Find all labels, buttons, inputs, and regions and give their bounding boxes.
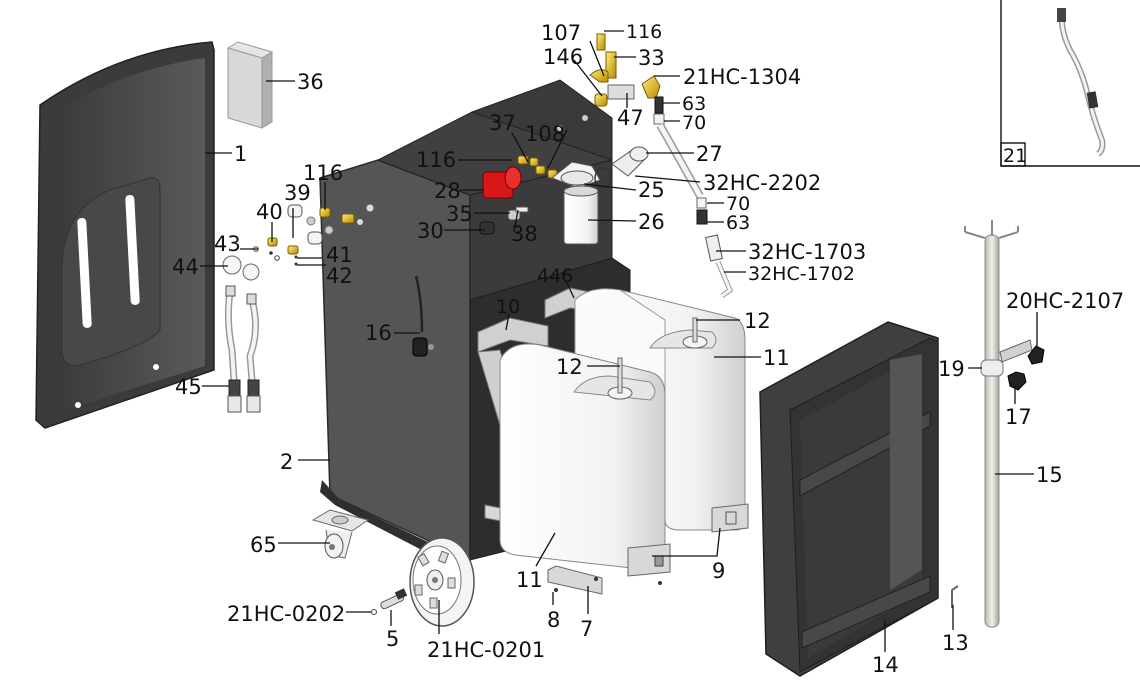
label-2: 2: [280, 450, 293, 474]
label-19: 19: [938, 357, 965, 381]
label-15: 15: [1036, 463, 1063, 487]
label-14: 14: [872, 653, 899, 677]
label-116-top: 116: [626, 21, 662, 43]
tank-front-part-11: [499, 343, 666, 571]
label-116-side: 116: [303, 161, 343, 185]
label-41: 41: [326, 243, 353, 267]
label-38: 38: [511, 222, 538, 246]
storage-tray-part-14: [759, 321, 939, 677]
label-35: 35: [446, 202, 473, 226]
label-8: 8: [547, 608, 560, 632]
block-part-36: [226, 41, 274, 129]
label-30: 30: [417, 219, 444, 243]
label-9: 9: [712, 559, 725, 583]
label-32HC-2202: 32HC-2202: [703, 171, 821, 195]
label-21: 21: [1003, 145, 1027, 167]
label-17: 17: [1005, 405, 1032, 429]
label-446: 446: [537, 265, 573, 287]
label-116-plate: 116: [416, 148, 456, 172]
clamp-part-19: [980, 339, 1033, 377]
label-10: 10: [496, 296, 520, 318]
label-36: 36: [297, 70, 324, 94]
label-11-front: 11: [516, 568, 543, 592]
drain-hose-assembly: [656, 123, 734, 298]
part-labels: 1 2 5 7 8 9 10 11 11 12 12 13 14 15 16 1…: [172, 21, 1124, 677]
label-20HC-2107: 20HC-2107: [1006, 289, 1124, 313]
leader-lines: [200, 30, 1038, 652]
label-12-rear: 12: [744, 309, 771, 333]
label-11-rear: 11: [763, 346, 790, 370]
top-brass-fittings: [589, 33, 665, 125]
label-7: 7: [580, 617, 593, 641]
inset-detail-part-21: [1000, 0, 1140, 167]
pole-part-15: [964, 220, 1019, 628]
label-40: 40: [256, 200, 283, 224]
tank-brackets-part-9: [627, 503, 749, 585]
filter-assembly: [551, 161, 612, 245]
label-43: 43: [214, 232, 241, 256]
label-146: 146: [543, 45, 583, 69]
pin-part-13: [951, 585, 959, 608]
label-47: 47: [617, 106, 644, 130]
hose-pair-part-45: [224, 285, 261, 413]
label-21HC-0202: 21HC-0202: [227, 602, 345, 626]
knob-part-17: [1007, 371, 1027, 391]
label-108: 108: [525, 122, 565, 146]
knob-part-20HC-2107: [1027, 345, 1045, 365]
fitting-part-27: [611, 146, 649, 177]
label-16: 16: [365, 321, 392, 345]
label-25: 25: [638, 178, 665, 202]
load-bar-part-7: [547, 565, 603, 595]
label-32HC-1702: 32HC-1702: [748, 263, 855, 285]
label-70-top: 70: [682, 112, 706, 134]
label-63-top: 63: [682, 93, 706, 115]
label-5: 5: [386, 627, 399, 651]
label-107: 107: [541, 21, 581, 45]
label-32HC-1703: 32HC-1703: [748, 240, 866, 264]
axle-part-5: [371, 588, 408, 615]
connector-part-16: [412, 275, 434, 357]
label-70-lower: 70: [726, 193, 750, 215]
label-12-front: 12: [556, 355, 583, 379]
label-27: 27: [696, 142, 723, 166]
side-panel-part-1: [35, 41, 215, 429]
label-37: 37: [489, 111, 516, 135]
label-28: 28: [434, 179, 461, 203]
label-63-lower: 63: [726, 212, 750, 234]
wheel-part-21HC-0201: [409, 537, 475, 627]
label-42: 42: [326, 264, 353, 288]
label-33: 33: [638, 46, 665, 70]
label-21HC-0201: 21HC-0201: [427, 638, 545, 662]
red-valve-part-28: [482, 166, 522, 199]
label-26: 26: [638, 210, 665, 234]
label-39: 39: [284, 181, 311, 205]
label-13: 13: [942, 631, 969, 655]
label-65: 65: [250, 533, 277, 557]
label-44: 44: [172, 255, 199, 279]
label-45: 45: [175, 375, 202, 399]
label-21HC-1304: 21HC-1304: [683, 65, 801, 89]
label-1: 1: [234, 142, 247, 166]
